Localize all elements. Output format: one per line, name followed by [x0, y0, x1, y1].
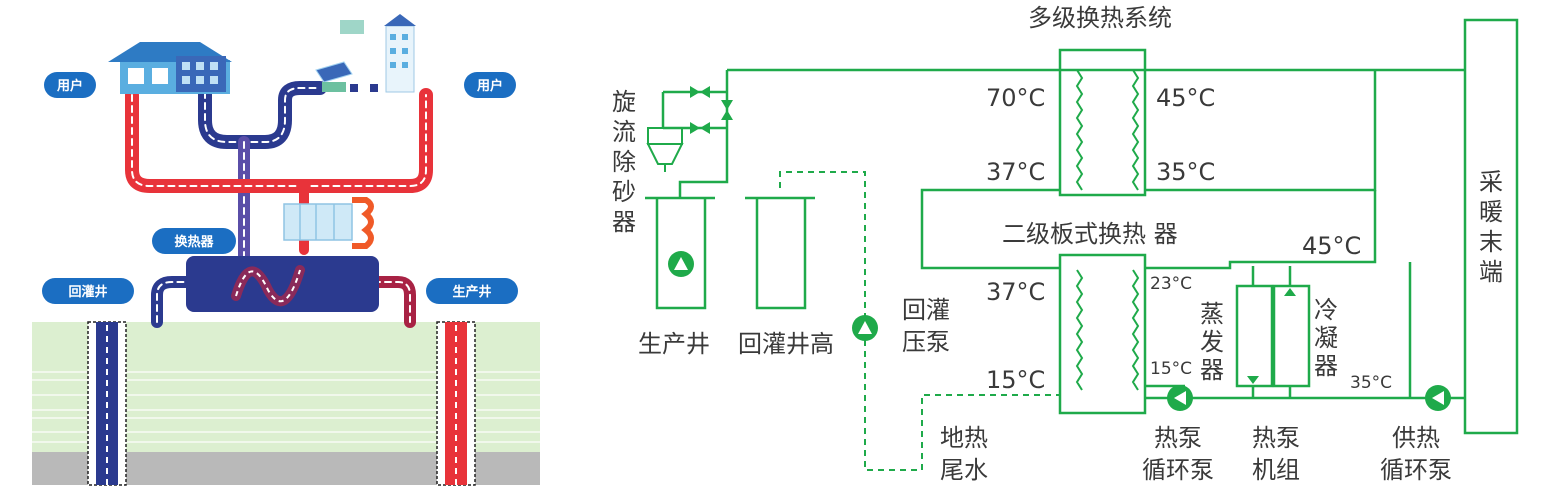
tailwater-dashed-line [779, 171, 1060, 471]
right-panel-texts: 多级换热系统 旋 流 除 砂 器 生产井 回灌井高 回灌 压泵 地热 尾水 70… [612, 4, 1503, 484]
condenser-label: 冷 凝 器 [1314, 296, 1338, 380]
pill-user-left: 用户 [44, 72, 96, 98]
label-heat-exchanger: 换热器 [174, 234, 214, 250]
temp-37-top: 37°C [986, 158, 1045, 186]
flow-arrows [1247, 288, 1296, 384]
cyclone-desander-label: 旋 流 除 砂 器 [612, 88, 636, 236]
tailwater-label-2: 尾水 [940, 456, 988, 484]
tailwater-label-1: 地热 [940, 424, 988, 452]
svg-text:冷: 冷 [1314, 296, 1338, 324]
pill-heat-exchanger: 换热器 [152, 228, 236, 254]
injection-pump-label-1: 回灌 [902, 296, 950, 324]
hp-unit-label-1: 热泵 [1252, 424, 1300, 452]
temp-70: 70°C [986, 84, 1045, 112]
cyclone-desander-icon [646, 127, 684, 172]
injection-well-high-label: 回灌井高 [738, 330, 834, 358]
temp-35-top: 35°C [1156, 158, 1215, 186]
secondary-plate-hx-label: 二级板式换热 器 [1002, 220, 1178, 248]
supply-circ-pump-label-1: 供热 [1392, 424, 1440, 452]
pill-user-right: 用户 [464, 72, 516, 98]
svg-text:器: 器 [1200, 356, 1224, 384]
svg-text:器: 器 [1314, 352, 1338, 380]
tower-building-icon [340, 14, 416, 93]
svg-text:暖: 暖 [1479, 198, 1503, 226]
injection-pump-label-2: 压泵 [902, 328, 950, 356]
heatpump-circulation-pump-icon [1167, 385, 1193, 411]
house-building-icon [108, 42, 232, 94]
hp-unit-label-2: 机组 [1252, 456, 1300, 484]
hp-circ-pump-label-2: 循环泵 [1142, 456, 1214, 484]
svg-text:凝: 凝 [1314, 324, 1338, 352]
temp-45-right: 45°C [1302, 232, 1361, 260]
svg-text:端: 端 [1479, 258, 1503, 286]
svg-text:砂: 砂 [612, 178, 636, 206]
pipe-network [645, 18, 1519, 435]
temp-15-left: 15°C [986, 366, 1045, 394]
production-pump-icon [668, 251, 694, 277]
evaporator-label: 蒸 发 器 [1200, 300, 1224, 384]
svg-text:采: 采 [1479, 168, 1503, 196]
svg-text:除: 除 [612, 148, 636, 176]
pill-injection-well: 回灌井 [42, 278, 134, 304]
label-user-left: 用户 [56, 78, 83, 94]
pill-production-well: 生产井 [426, 278, 518, 304]
system-title: 多级换热系统 [1028, 4, 1172, 32]
temp-15-right: 15°C [1150, 359, 1192, 379]
temp-35-bottom: 35°C [1350, 373, 1392, 393]
svg-text:旋: 旋 [612, 88, 636, 116]
label-injection-well: 回灌井 [68, 284, 107, 300]
label-production-well: 生产井 [452, 284, 491, 300]
production-well-label: 生产井 [638, 330, 710, 358]
supply-circ-pump-label-2: 循环泵 [1380, 456, 1452, 484]
temp-45-top: 45°C [1156, 84, 1215, 112]
hx-coils [1075, 69, 1140, 391]
hp-circ-pump-label-1: 热泵 [1154, 424, 1202, 452]
svg-text:流: 流 [612, 118, 636, 146]
solar-panel-icon [315, 61, 353, 92]
left-panel: 用户 用户 换热器 回灌井 生产井 [32, 14, 540, 486]
svg-text:末: 末 [1479, 228, 1503, 256]
svg-text:蒸: 蒸 [1200, 300, 1224, 328]
svg-text:发: 发 [1200, 328, 1224, 356]
label-user-right: 用户 [476, 78, 503, 94]
valve-icons [690, 86, 733, 134]
injection-pump-icon [852, 315, 878, 341]
temp-23: 23°C [1150, 274, 1192, 294]
right-panel: 多级换热系统 旋 流 除 砂 器 生产井 回灌井高 回灌 压泵 地热 尾水 70… [612, 4, 1519, 484]
supply-circulation-pump-icon [1425, 385, 1451, 411]
temp-37-bottom: 37°C [986, 278, 1045, 306]
svg-text:器: 器 [612, 208, 636, 236]
plate-heat-exchanger-icon [283, 197, 374, 249]
heating-terminal-label: 采 暖 末 端 [1479, 168, 1503, 286]
